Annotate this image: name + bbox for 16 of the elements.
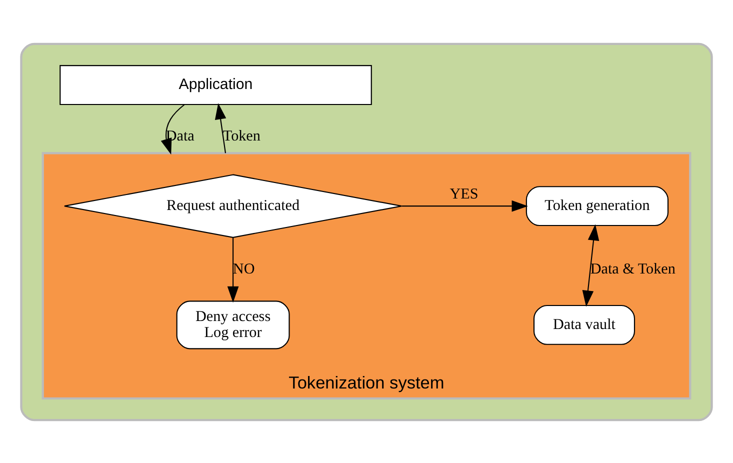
arrow <box>227 237 239 302</box>
arrow <box>214 102 226 153</box>
edge-label: Token <box>222 128 260 144</box>
cluster <box>20 42 713 421</box>
node-box: Application <box>60 64 372 105</box>
node-box: Token generation <box>526 186 669 226</box>
node-box: Data vault <box>533 304 636 344</box>
edge-label: Data <box>166 128 194 144</box>
arrow <box>402 200 528 212</box>
node-diamond: Request authenticated <box>64 174 402 238</box>
edge-label: YES <box>450 186 478 202</box>
arrow <box>582 224 600 306</box>
arrow <box>160 104 185 154</box>
edge-label: NO <box>232 260 255 277</box>
node-box: Deny access Log error <box>176 300 290 349</box>
edge-label: Data & Token <box>590 260 676 277</box>
